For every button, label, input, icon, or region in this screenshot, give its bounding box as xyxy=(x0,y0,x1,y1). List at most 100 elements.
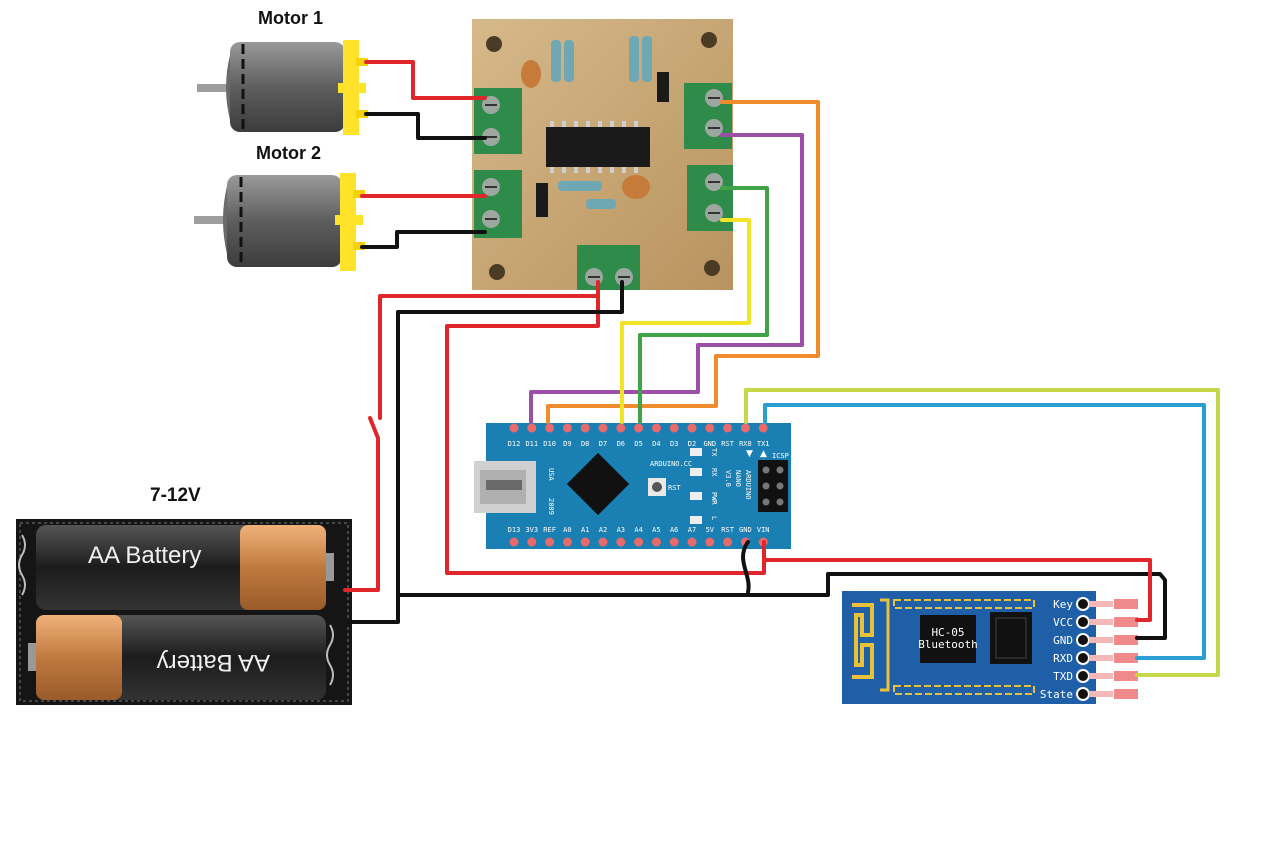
battery-pack: AA Battery AA Battery xyxy=(16,519,352,705)
driver-ic xyxy=(546,127,650,167)
wire-rx-lime xyxy=(744,388,1220,677)
motor-2-label: Motor 2 xyxy=(256,143,321,163)
wire-motor1-black xyxy=(364,112,487,140)
bt-pin-lead xyxy=(1089,601,1113,607)
resistors xyxy=(551,36,652,209)
nano-pin-label-top: D9 xyxy=(563,440,571,448)
nano-pin-bottom-a1 xyxy=(580,537,590,547)
nano-pin-label-top: D4 xyxy=(652,440,660,448)
bt-pin-lead xyxy=(1089,691,1113,697)
model-line: NANO xyxy=(734,470,742,487)
bt-pin-label-state: State xyxy=(1040,688,1073,701)
bt-pin-lead xyxy=(1089,637,1113,643)
led-label: L xyxy=(710,516,718,520)
icsp-label: ICSP xyxy=(772,452,789,460)
nano-pin-label-top: D12 xyxy=(508,440,521,448)
wire-driver-vin-red xyxy=(445,280,766,575)
icsp-header: ICSP xyxy=(758,452,789,512)
bt-chip-label: HC-05 xyxy=(931,626,964,639)
bt-pin-lead xyxy=(1089,673,1113,679)
wire-switch-red xyxy=(378,280,600,420)
nano-pin-bottom-a0 xyxy=(562,537,572,547)
wires xyxy=(343,60,1220,677)
bt-pin-gnd xyxy=(1076,633,1090,647)
nano-pin-label-bottom: 3V3 xyxy=(525,526,538,534)
nano-pin-bottom-a7 xyxy=(687,537,697,547)
bt-pin-label-rxd: RXD xyxy=(1053,652,1073,665)
wire-orange xyxy=(546,100,820,424)
terminal-power xyxy=(577,245,640,290)
terminal-motor-2 xyxy=(474,170,522,238)
wire-battery-red xyxy=(343,438,380,592)
nano-pin-label-bottom: D13 xyxy=(508,526,521,534)
model-line: V3.0 xyxy=(724,470,732,487)
bt-pin-tip xyxy=(1114,653,1138,663)
bt-pin-tip xyxy=(1114,689,1138,699)
bt-pin-label-vcc: VCC xyxy=(1053,616,1073,629)
mcu-chip xyxy=(566,452,630,516)
nano-pin-label-bottom: REF xyxy=(543,526,556,534)
nano-pin-top-d2 xyxy=(687,423,697,433)
nano-pin-top-d5 xyxy=(634,423,644,433)
nano-pin-top-d10 xyxy=(545,423,555,433)
motor-1 xyxy=(197,40,368,135)
motor-1-label: Motor 1 xyxy=(258,8,323,28)
nano-pin-label-bottom: A6 xyxy=(670,526,678,534)
bt-pin-label-gnd: GND xyxy=(1053,634,1073,647)
wire-nano-gnd xyxy=(741,540,751,594)
wire-motor1-red xyxy=(364,60,487,100)
nano-pin-label-bottom: RST xyxy=(721,526,734,534)
bt-pin-lead xyxy=(1089,655,1113,661)
wire-driver-gnd-black xyxy=(346,280,624,624)
wire-green xyxy=(638,186,769,424)
nano-pin-label-top: D10 xyxy=(543,440,556,448)
nano-pin-label-top: RST xyxy=(721,440,734,448)
battery-cell-bottom-label: AA Battery xyxy=(157,649,270,676)
nano-pin-bottom-d13 xyxy=(509,537,519,547)
nano-pin-label-bottom: 5V xyxy=(706,526,715,534)
nano-pin-label-top: D3 xyxy=(670,440,678,448)
nano-pin-bottom-a4 xyxy=(634,537,644,547)
bt-pin-label-key: Key xyxy=(1053,598,1073,611)
nano-pin-top-rx0 xyxy=(740,423,750,433)
nano-pin-top-d6 xyxy=(616,423,626,433)
nano-pin-label-top: GND xyxy=(703,440,716,448)
bt-chip-2 xyxy=(990,612,1032,664)
power-switch xyxy=(368,416,380,440)
nano-pin-label-top: D2 xyxy=(688,440,696,448)
brand-label: ARDUINO.CC xyxy=(650,460,692,468)
bt-pin-lead xyxy=(1089,619,1113,625)
nano-pin-label-bottom: VIN xyxy=(757,526,770,534)
nano-pin-label-bottom: A1 xyxy=(581,526,589,534)
wire-tx-blue xyxy=(763,403,1206,660)
nano-pin-top-tx1 xyxy=(758,423,768,433)
bt-pin-state xyxy=(1076,687,1090,701)
model-line: ARDUINO xyxy=(744,470,752,500)
terminal-inputs-a xyxy=(684,83,732,149)
nano-pin-top-d4 xyxy=(651,423,661,433)
svg-text:▼: ▼ xyxy=(746,449,753,459)
nano-pin-label-bottom: A3 xyxy=(617,526,625,534)
nano-pin-bottom-5v xyxy=(705,537,715,547)
nano-pin-top-d9 xyxy=(562,423,572,433)
nano-pin-top-d7 xyxy=(598,423,608,433)
nano-pin-top-gnd xyxy=(705,423,715,433)
motor-2 xyxy=(194,173,365,271)
terminal-motor-1 xyxy=(474,88,522,154)
nano-pin-bottom-a3 xyxy=(616,537,626,547)
nano-pin-top-d12 xyxy=(509,423,519,433)
voltage-label: 7-12V xyxy=(150,485,201,506)
terminal-inputs-b xyxy=(687,165,733,231)
wire-purple xyxy=(529,133,804,424)
nano-pin-top-d3 xyxy=(669,423,679,433)
bt-pin-tip xyxy=(1114,599,1138,609)
nano-pin-label-top: D6 xyxy=(617,440,625,448)
status-leds xyxy=(690,448,702,524)
nano-pin-label-bottom: A5 xyxy=(652,526,660,534)
nano-pin-label-top: D11 xyxy=(525,440,538,448)
bt-pin-rxd xyxy=(1076,651,1090,665)
bt-chip-sublabel: Bluetooth xyxy=(918,638,978,651)
nano-pin-label-top: TX1 xyxy=(757,440,770,448)
led-label: RX xyxy=(710,468,718,477)
